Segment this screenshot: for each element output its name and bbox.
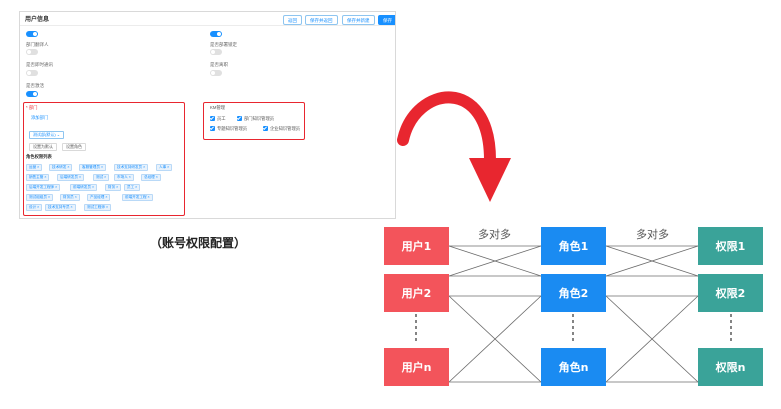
role-tag[interactable]: 前端研发员 × [70, 184, 98, 191]
save-button[interactable]: 保存 [378, 15, 395, 25]
checkbox-topic-km-admin[interactable] [210, 126, 215, 131]
enabled-toggle[interactable] [26, 91, 38, 97]
curved-arrow-icon [397, 91, 511, 202]
role-tag[interactable]: 财务员 × [60, 194, 80, 201]
role-tag[interactable]: 设计 × [26, 204, 43, 211]
role-node-1: 角色1 [541, 227, 606, 265]
panel-header: 用户信息 返回 保存并返回 保存并新建 保存 [20, 12, 395, 26]
role-permission-title: 角色权限列表 [26, 154, 52, 159]
checkbox-staff-label: 员工 [217, 116, 226, 121]
dept-lock-toggle[interactable] [210, 49, 222, 55]
set-role-button[interactable]: 设置角色 [62, 143, 86, 151]
top-right-toggle[interactable] [210, 31, 222, 37]
role-tag[interactable]: 总经理 × [141, 174, 161, 181]
role-tag[interactable]: 技术支持研发员 × [114, 164, 149, 171]
enabled-label: 是否激活 [26, 83, 44, 88]
department-highlight-box [23, 102, 185, 216]
save-and-new-button[interactable]: 保存并新建 [342, 15, 375, 25]
permission-node-1: 权限1 [698, 227, 763, 265]
user-node-1: 用户1 [384, 227, 449, 265]
mail-notice-toggle[interactable] [26, 70, 38, 76]
top-left-toggle[interactable] [26, 31, 38, 37]
role-tag[interactable]: 财务 × [105, 184, 122, 191]
dept-manager-label: 部门翻译人 [26, 42, 49, 47]
permission-node-n: 权限n [698, 348, 763, 386]
is-default-toggle[interactable] [210, 70, 222, 76]
permission-node-2: 权限2 [698, 274, 763, 312]
checkbox-enterprise-km-admin-label: 企业知识管理员 [270, 126, 301, 131]
dept-lock-label: 是否部署锁定 [210, 42, 237, 47]
role-tag[interactable]: 测试 × [93, 174, 110, 181]
relation-label-user-role: 多对多 [478, 228, 511, 241]
role-tag[interactable]: 技术支持专员 × [45, 204, 76, 211]
checkbox-dept-km-admin[interactable] [237, 116, 242, 121]
checkbox-enterprise-km-admin[interactable] [263, 126, 268, 131]
dept-manager-toggle[interactable] [26, 49, 38, 55]
checkbox-dept-km-admin-label: 部门知识管理员 [244, 116, 275, 121]
department-dropdown[interactable]: 测试部(默认) ⌄ [29, 131, 65, 139]
role-tag[interactable]: 人事 × [156, 164, 173, 171]
role-tag[interactable]: 测试组组员 × [26, 194, 54, 201]
km-label: KM管理 [210, 105, 226, 110]
screenshot-caption: （账号权限配置） [150, 236, 247, 250]
panel-title: 用户信息 [25, 17, 50, 23]
save-and-return-button[interactable]: 保存并返回 [305, 15, 338, 25]
add-department-link[interactable]: 添加部门 [31, 115, 49, 120]
checkbox-topic-km-admin-label: 专题知识管理员 [217, 126, 248, 131]
user-node-2: 用户2 [384, 274, 449, 312]
role-node-2: 角色2 [541, 274, 606, 312]
role-tag[interactable]: 产品经理 × [87, 194, 111, 201]
is-default-label: 是否离职 [210, 62, 228, 67]
return-button[interactable]: 返回 [283, 15, 302, 25]
role-tag[interactable]: 市场人 × [114, 174, 134, 181]
role-tag[interactable]: 后端研发员 × [57, 174, 85, 181]
set-default-button[interactable]: 设置为默认 [29, 143, 57, 151]
role-tag[interactable]: 员工 × [124, 184, 141, 191]
role-tag[interactable]: 销售主管 × [26, 174, 50, 181]
relation-label-role-permission: 多对多 [636, 228, 669, 241]
department-label: * 部门 [26, 105, 38, 110]
role-tag[interactable]: 后端开发工程师 × [26, 184, 61, 191]
checkbox-staff[interactable] [210, 116, 215, 121]
role-tag[interactable]: 运营 × [26, 164, 43, 171]
user-node-n: 用户n [384, 348, 449, 386]
account-settings-screenshot: 用户信息 返回 保存并返回 保存并新建 保存 部门翻译人 是否即时通讯 是否激活… [19, 11, 396, 219]
role-tag[interactable]: 技术研发 × [49, 164, 73, 171]
role-node-n: 角色n [541, 348, 606, 386]
mail-notice-label: 是否即时通讯 [26, 62, 53, 67]
km-highlight-box [203, 102, 305, 140]
role-tag[interactable]: 测试工程师 × [84, 204, 112, 211]
role-tag[interactable]: 客服管理员 × [79, 164, 107, 171]
role-tag[interactable]: 前端开发工程 × [122, 194, 153, 201]
